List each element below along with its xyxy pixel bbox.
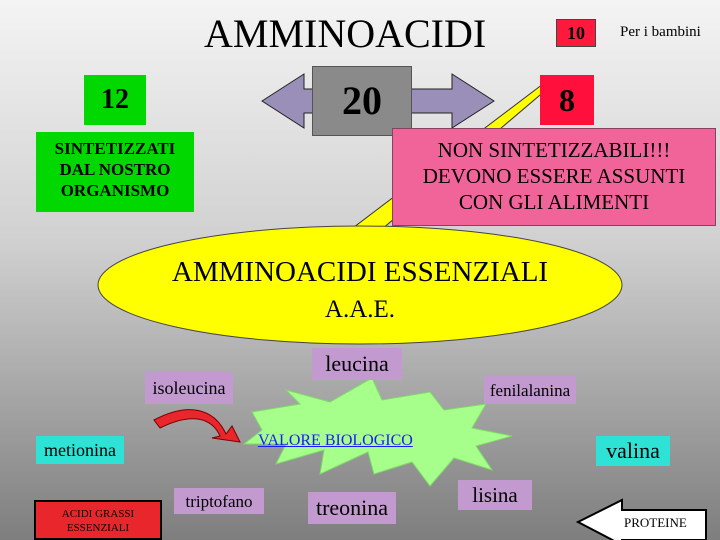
essential-ellipse: [97, 225, 623, 345]
essential-title: AMMINOACIDI ESSENZIALI: [171, 256, 549, 288]
synth-label-line-2: DAL NOSTRO: [59, 160, 171, 179]
amino-leucina: leucina: [312, 348, 402, 380]
nonsynth-label-box: NON SINTETIZZABILI!!! DEVONO ESSERE ASSU…: [392, 128, 716, 226]
acidi-grassi-line-1: ACIDI GRASSI: [61, 508, 135, 520]
acidi-grassi-line-2: ESSENZIALI: [66, 522, 130, 534]
synth-count-box: 12: [84, 75, 146, 125]
proteine-link[interactable]: PROTEINE: [624, 515, 687, 530]
page-title: AMMINOACIDI: [204, 11, 487, 56]
per-i-bambini-label: Per i bambini: [620, 24, 701, 40]
amino-lisina: lisina: [458, 480, 532, 510]
total-count-box: 20: [312, 66, 412, 136]
nonsynth-label-line-2: DEVONO ESSERE ASSUNTI: [422, 164, 686, 188]
amino-treonina: treonina: [308, 492, 396, 524]
amino-triptofano: triptofano: [174, 488, 264, 514]
synth-label-box: SINTETIZZATI DAL NOSTRO ORGANISMO: [36, 132, 194, 212]
nonsynth-label-line-3: CON GLI ALIMENTI: [458, 190, 650, 214]
red-curved-arrow-shape: [153, 409, 241, 443]
valore-biologico-label: VALORE BIOLOGICO: [258, 432, 413, 449]
essential-abbr: A.A.E.: [324, 296, 396, 323]
amino-fenilalanina: fenilalanina: [484, 376, 576, 404]
nonsynth-count-box: 8: [540, 75, 594, 125]
synth-label-line-3: ORGANISMO: [60, 181, 170, 200]
acidi-grassi-box: ACIDI GRASSI ESSENZIALI: [34, 500, 162, 540]
synth-label-line-1: SINTETIZZATI: [54, 139, 176, 158]
proteine-arrow-shape: [575, 498, 707, 540]
badge-10: 10: [556, 19, 596, 47]
nonsynth-label-line-1: NON SINTETIZZABILI!!!: [437, 138, 671, 162]
amino-metionina: metionina: [36, 436, 124, 464]
amino-isoleucina: isoleucina: [145, 372, 233, 404]
amino-valina: valina: [596, 436, 670, 466]
